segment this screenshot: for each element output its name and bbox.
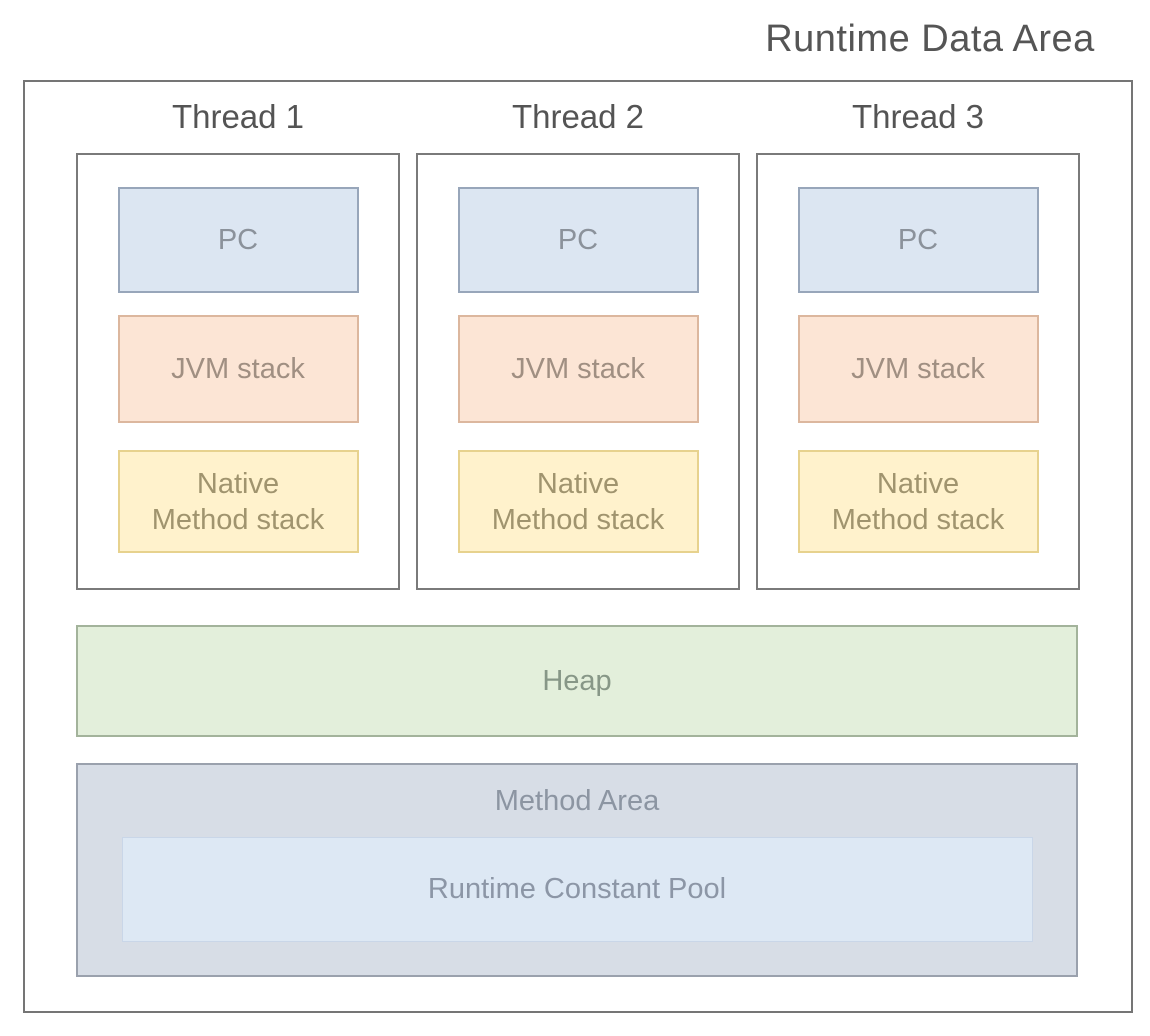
thread-3-box: PC JVM stack Native Method stack [756, 153, 1080, 590]
runtime-data-area-box: Thread 1 PC JVM stack Native Method stac… [23, 80, 1133, 1013]
method-area-label: Method Area [494, 784, 660, 817]
method-area-box: Method Area Runtime Constant Pool [76, 763, 1078, 977]
pc-register-box: PC [797, 187, 1039, 293]
native-method-stack-box: Native Method stack [117, 450, 359, 553]
native-method-stack-label-line2: Method stack [151, 503, 325, 536]
thread-1-box: PC JVM stack Native Method stack [76, 153, 400, 590]
native-method-stack-label-line1: Native [196, 467, 280, 500]
pc-register-label: PC [897, 224, 939, 256]
jvm-stack-box: JVM stack [117, 315, 359, 423]
jvm-stack-label: JVM stack [851, 353, 985, 385]
thread-1-label: Thread 1 [171, 98, 305, 135]
native-method-stack-label-line2: Method stack [831, 503, 1005, 536]
thread-3-label: Thread 3 [851, 98, 985, 135]
heap-box: Heap [76, 625, 1078, 737]
thread-2-box: PC JVM stack Native Method stack [416, 153, 740, 590]
native-method-stack-box: Native Method stack [797, 450, 1039, 553]
runtime-constant-pool-label: Runtime Constant Pool [427, 873, 727, 905]
thread-1-column: Thread 1 PC JVM stack Native Method stac… [76, 96, 400, 590]
thread-2-label: Thread 2 [511, 98, 645, 135]
native-method-stack-label-line2: Method stack [491, 503, 665, 536]
jvm-stack-label: JVM stack [171, 353, 305, 385]
pc-register-box: PC [117, 187, 359, 293]
heap-label: Heap [542, 664, 612, 697]
native-method-stack-box: Native Method stack [457, 450, 699, 553]
diagram-title: Runtime Data Area [765, 18, 1095, 60]
native-method-stack-label-line1: Native [536, 467, 620, 500]
jvm-stack-box: JVM stack [797, 315, 1039, 423]
pc-register-label: PC [217, 224, 259, 256]
jvm-stack-box: JVM stack [457, 315, 699, 423]
runtime-constant-pool-box: Runtime Constant Pool [121, 837, 1033, 942]
pc-register-box: PC [457, 187, 699, 293]
jvm-stack-label: JVM stack [511, 353, 645, 385]
threads-row: Thread 1 PC JVM stack Native Method stac… [76, 96, 1080, 590]
thread-2-column: Thread 2 PC JVM stack Native Method stac… [416, 96, 740, 590]
thread-3-column: Thread 3 PC JVM stack Native Method stac… [756, 96, 1080, 590]
native-method-stack-label-line1: Native [876, 467, 960, 500]
pc-register-label: PC [557, 224, 599, 256]
